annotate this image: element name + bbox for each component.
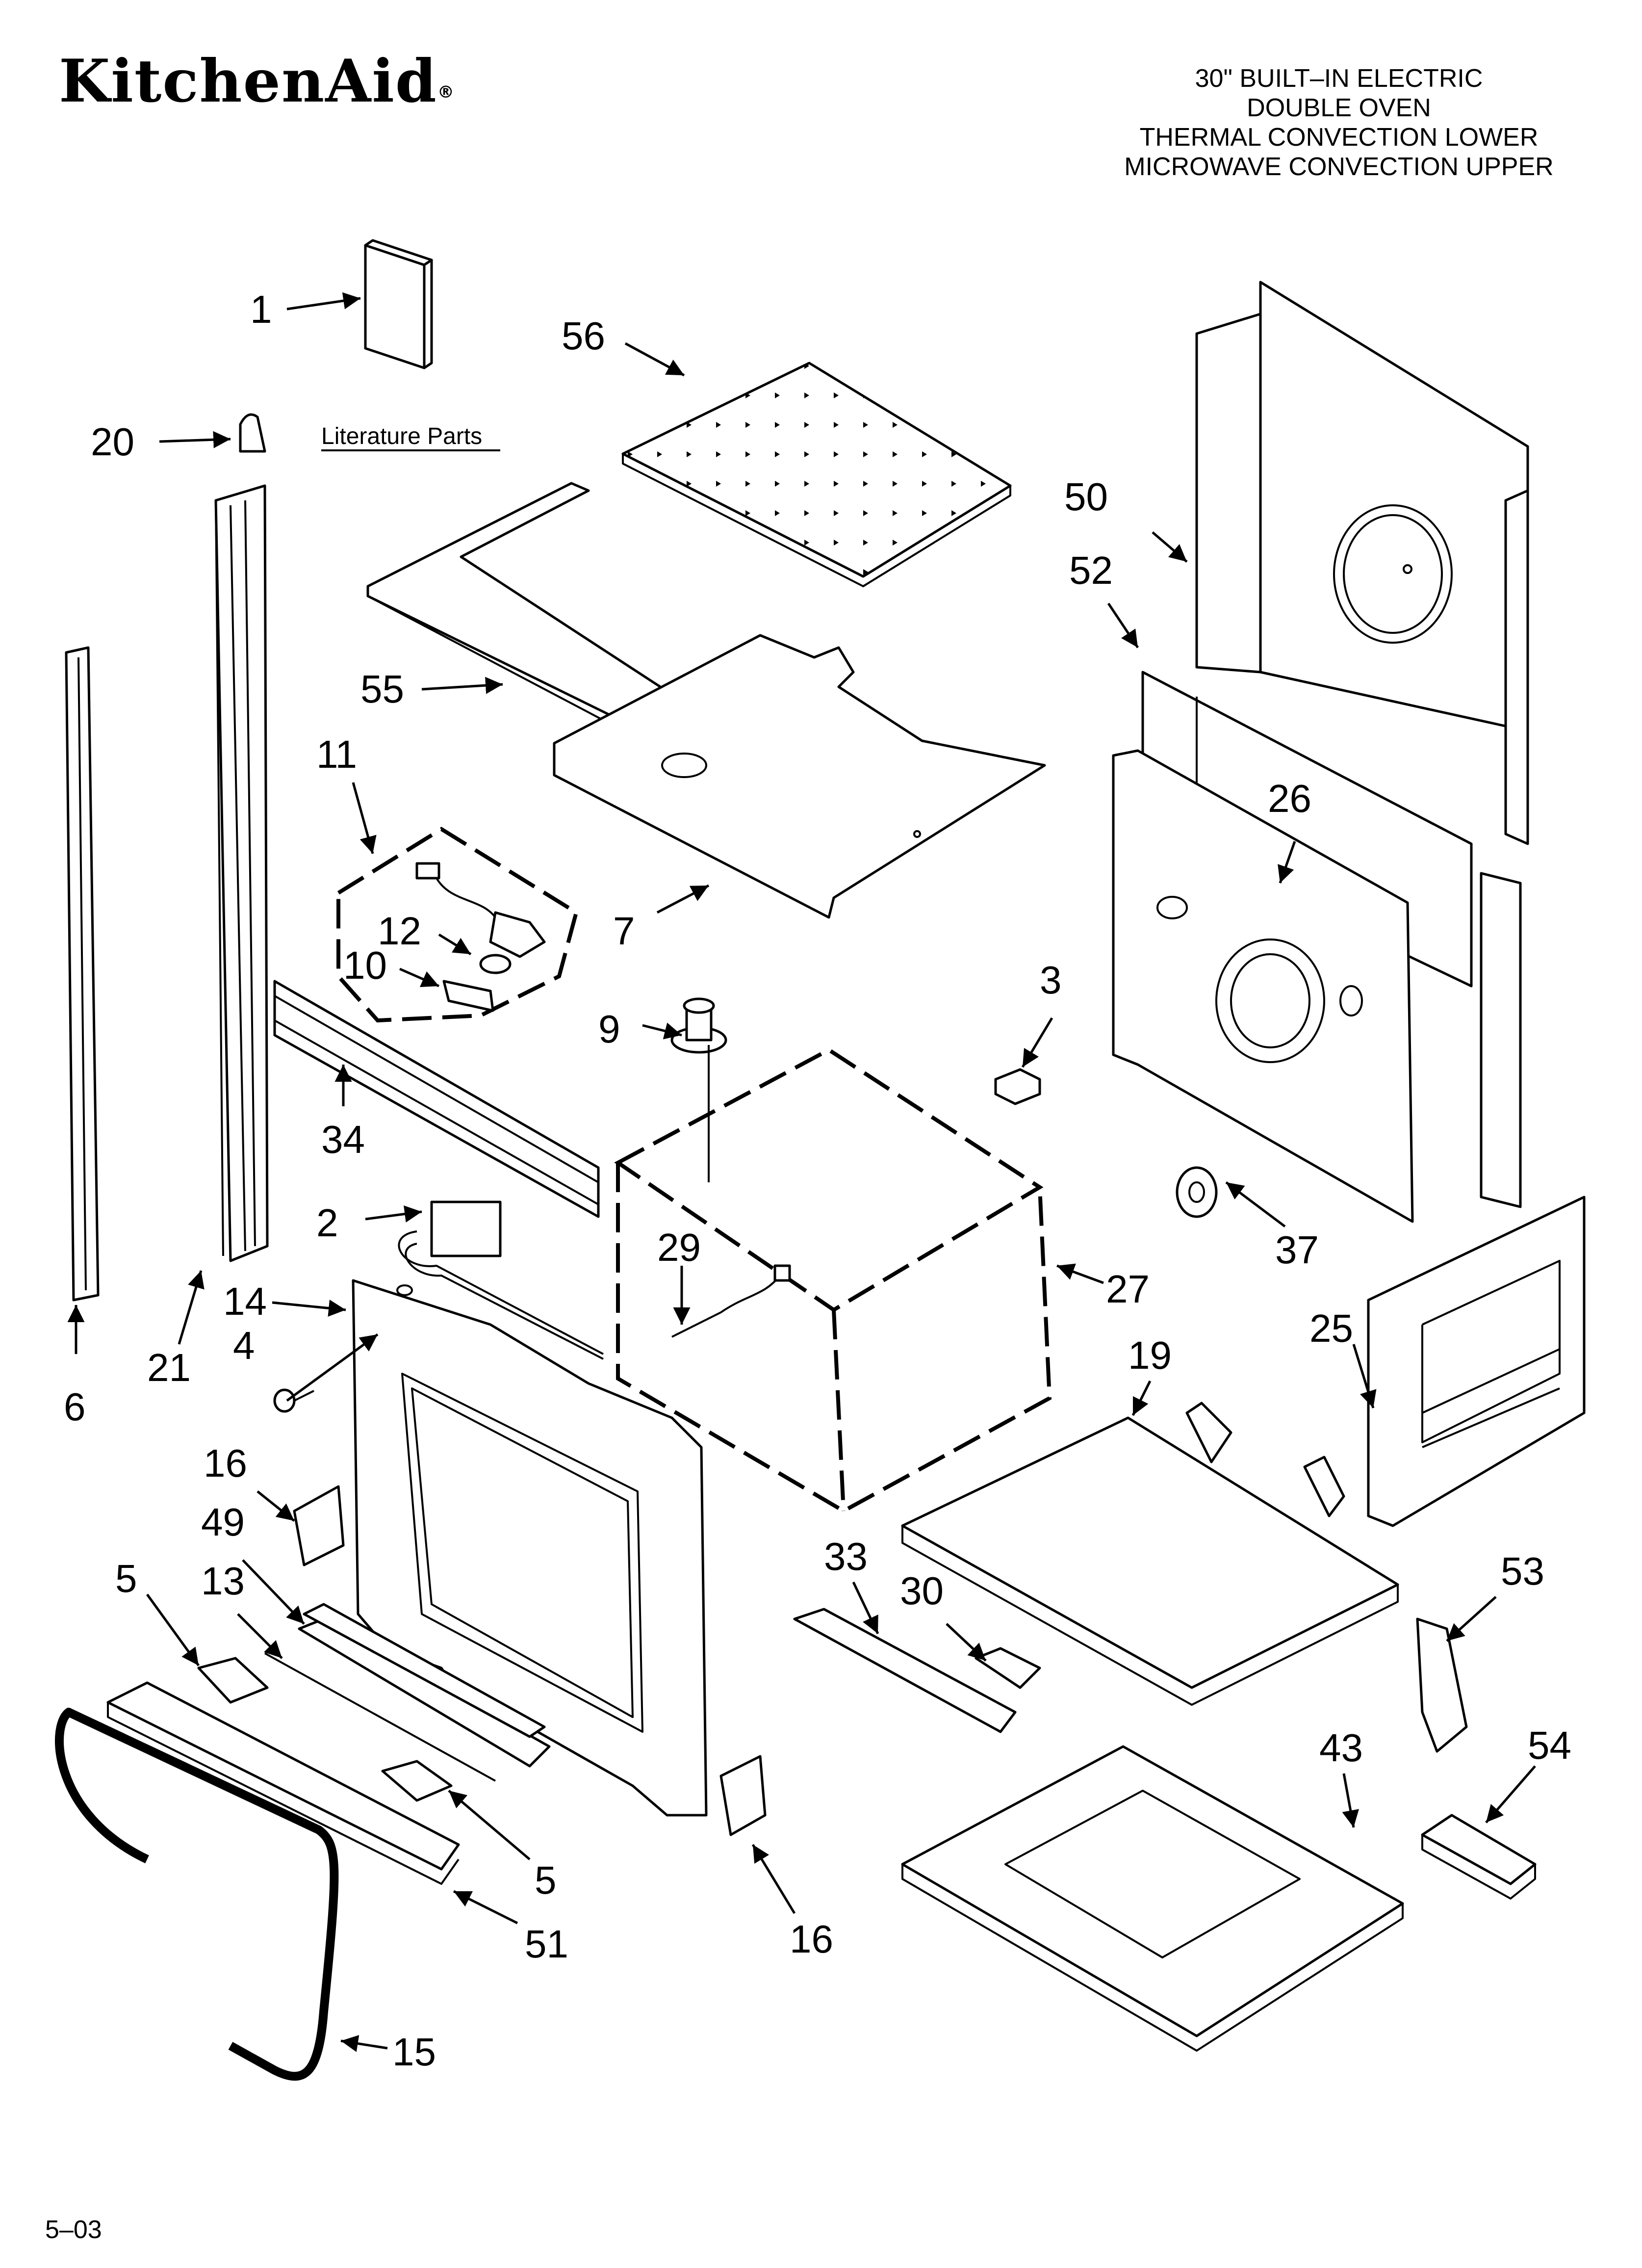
base-tray: [901, 1745, 1404, 2052]
bottom-vent-trim: [106, 1681, 460, 1885]
callout-43: 43: [1319, 1726, 1363, 1770]
callout-49: 49: [201, 1500, 245, 1544]
callout-5-right: 5: [535, 1858, 557, 1902]
retaining-clip: [975, 1647, 1041, 1689]
callout-5-left: 5: [115, 1557, 137, 1600]
callout-2: 2: [316, 1201, 338, 1245]
top-panel: [553, 634, 1046, 919]
callout-26: 26: [1268, 777, 1311, 820]
side-trim-left: [65, 646, 100, 1302]
literature-parts-label: Literature Parts: [321, 423, 482, 449]
title-line-4: MICROWAVE CONVECTION UPPER: [1124, 153, 1554, 181]
callout-11: 11: [316, 732, 357, 776]
literature-book: [364, 239, 433, 369]
callout-15: 15: [392, 2030, 436, 2074]
bottom-channel: [793, 1608, 1017, 1733]
spacer-block-right: [381, 1760, 453, 1802]
callout-27: 27: [1106, 1267, 1150, 1311]
callout-54: 54: [1528, 1723, 1571, 1767]
callout-56: 56: [562, 314, 605, 358]
side-panel: [1367, 1196, 1586, 1527]
rear-panel: [1195, 281, 1529, 845]
lamp-bulb: [479, 954, 512, 974]
brand-logo: KitchenAid®: [59, 47, 455, 116]
callout-4: 4: [233, 1324, 255, 1367]
lamp-socket: [415, 862, 546, 958]
callout-10: 10: [343, 943, 387, 987]
blower-motor: [670, 997, 727, 1182]
convection-fan-plate: [1112, 749, 1522, 1223]
model-title: 30" BUILT–IN ELECTRIC DOUBLE OVEN THERMA…: [1118, 64, 1560, 182]
spacer-block-left: [197, 1657, 269, 1704]
callout-33: 33: [824, 1535, 868, 1578]
callout-55: 55: [360, 667, 404, 711]
terminal-bracket: [1416, 1617, 1468, 1753]
title-line-2: DOUBLE OVEN: [1247, 94, 1431, 122]
callout-53: 53: [1501, 1549, 1544, 1593]
vent-grille: [273, 980, 600, 1218]
title-line-1: 30" BUILT–IN ELECTRIC: [1195, 64, 1483, 93]
callout-13: 13: [201, 1559, 245, 1603]
end-cap: [239, 413, 266, 453]
oven-cavity: [614, 1047, 1052, 1513]
screw: [273, 1388, 314, 1413]
callout-7: 7: [613, 909, 635, 953]
callout-12: 12: [378, 909, 421, 953]
callout-50: 50: [1064, 475, 1108, 519]
callout-6: 6: [64, 1385, 86, 1429]
front-trim-strip: [264, 1603, 551, 1782]
revision-code: 5–03: [45, 2216, 102, 2244]
callout-16-upper: 16: [204, 1441, 247, 1485]
callout-21: 21: [147, 1346, 191, 1389]
callout-37: 37: [1275, 1228, 1319, 1272]
light-assembly-group: [336, 827, 579, 1023]
callout-9: 9: [598, 1007, 620, 1051]
lamp-lens: [442, 980, 494, 1012]
hinge-bracket-upper: [293, 1485, 345, 1566]
callout-30: 30: [900, 1569, 944, 1613]
title-line-3: THERMAL CONVECTION LOWER: [1139, 123, 1539, 152]
callout-14: 14: [223, 1279, 267, 1323]
side-trim-right: [214, 484, 269, 1262]
callout-19: 19: [1128, 1333, 1172, 1377]
callout-3: 3: [1040, 958, 1062, 1002]
oven-element: [398, 1200, 604, 1360]
callout-16-lower: 16: [790, 1917, 833, 1961]
callout-20: 20: [91, 420, 134, 464]
temperature-sensor: [671, 1264, 791, 1338]
insulation-pad: [621, 362, 1012, 587]
callout-25: 25: [1309, 1306, 1353, 1350]
leader-lines: [67, 292, 1536, 2052]
hinge-bracket-lower: [719, 1755, 767, 1836]
latch-bracket: [994, 1068, 1041, 1105]
door-gasket: [54, 1708, 339, 2081]
callout-34: 34: [321, 1118, 365, 1161]
callout-1: 1: [250, 287, 272, 331]
callout-52: 52: [1069, 548, 1113, 592]
callout-29: 29: [657, 1225, 701, 1269]
bottom-cover: [901, 1402, 1399, 1706]
fan-blade: [1176, 1166, 1218, 1218]
callout-51: 51: [525, 1922, 568, 1966]
terminal-block: [1421, 1814, 1537, 1900]
